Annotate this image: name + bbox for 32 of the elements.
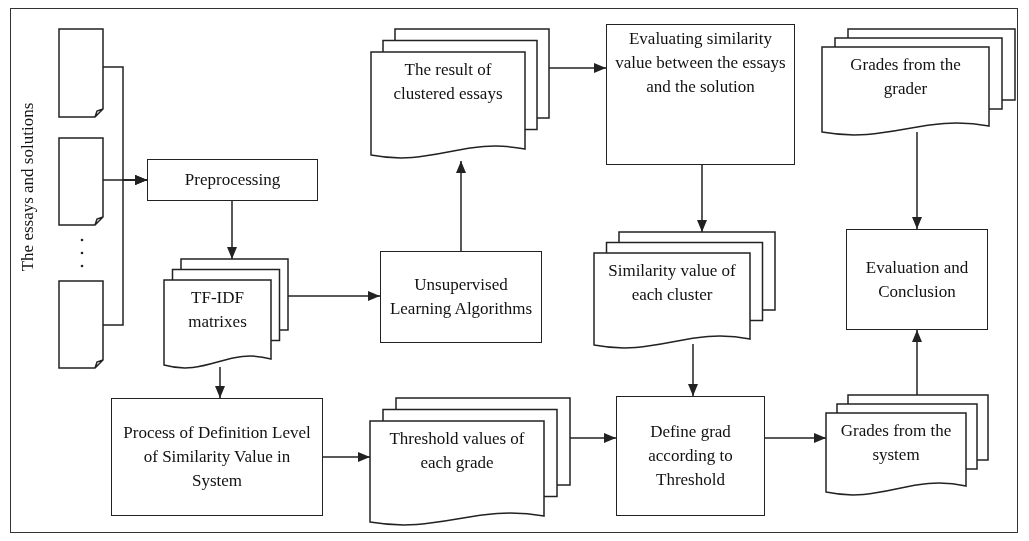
process-box [616, 396, 765, 516]
arrow [102, 175, 148, 326]
arrow [912, 131, 922, 230]
process-box [147, 159, 318, 201]
node-text: Grades from the system [839, 420, 953, 466]
node-text: TF-IDF matrixes [187, 287, 248, 333]
process-box [846, 229, 988, 330]
node-text: Unsupervised Learning Algorithms [388, 274, 534, 320]
node-text: Similarity value of each cluster [607, 260, 737, 306]
arrow [688, 343, 698, 397]
arrow [697, 164, 707, 233]
process-box [380, 251, 542, 343]
side-label: The essays and solutions [18, 102, 38, 272]
arrow [912, 329, 922, 396]
node-text: Define grad according to Threshold [647, 421, 734, 491]
process-box [111, 398, 323, 516]
node-text: Process of Definition Level of Similarity Value in System [122, 422, 312, 492]
node-text: The result of clustered essays [392, 59, 504, 105]
node-text: Evaluation and Conclusion [864, 256, 970, 303]
node-text: Preprocessing [184, 169, 281, 191]
arrow [227, 200, 237, 260]
document-icon [59, 138, 103, 225]
arrow [322, 452, 371, 462]
process-box [606, 24, 795, 165]
document-icon [59, 281, 103, 368]
arrow [456, 160, 466, 252]
node-text: Grades from the grader [849, 54, 962, 100]
arrow [764, 433, 827, 443]
arrow [215, 366, 225, 399]
node-text: Threshold values of each grade [388, 428, 526, 474]
document-icon [59, 29, 103, 117]
node-text: Evaluating similarity value between the essays and the solution [614, 28, 787, 98]
